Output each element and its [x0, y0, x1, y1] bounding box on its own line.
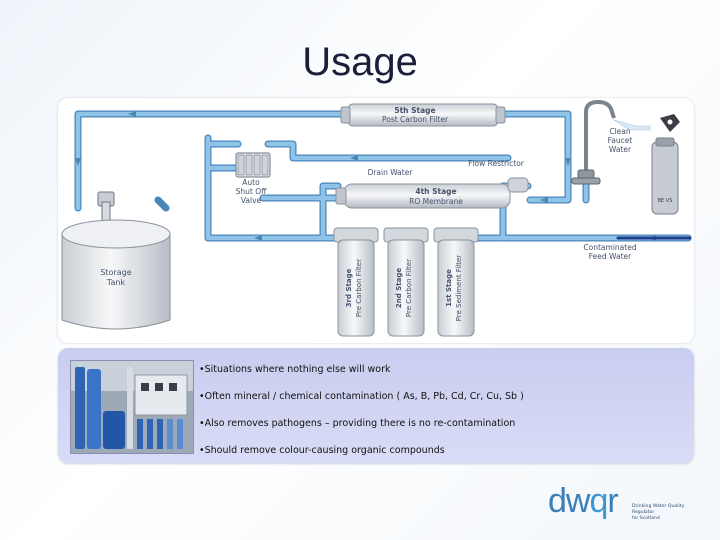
feed-water-label: Feed Water	[589, 252, 632, 261]
bullet-item: •Situations where nothing else will work	[199, 364, 524, 391]
stage-2-pre-carbon-filter: 2nd Stage Pre Carbon Filter	[384, 228, 428, 336]
bullet-item: •Often mineral / chemical contamination …	[199, 391, 524, 418]
storage-label: Storage	[100, 268, 131, 277]
slide-title: Usage	[0, 40, 720, 85]
clean-label: Clean	[609, 127, 631, 136]
bullet-panel: •Situations where nothing else will work…	[58, 348, 694, 463]
stage-4-ro-membrane: 4th Stage RO Membrane	[336, 178, 528, 208]
stage-3-label: 3rd Stage	[345, 268, 353, 307]
drain-water-label: Drain Water	[368, 168, 414, 177]
ro-equipment-photo	[70, 360, 194, 454]
water-bottle: BE VS	[652, 114, 680, 214]
storage-tank: Storage Tank	[62, 192, 170, 329]
faucet-label: Faucet	[608, 136, 633, 145]
contaminated-label: Contaminated	[583, 243, 636, 252]
auto-label: Auto	[242, 178, 260, 187]
tank-label: Tank	[106, 278, 126, 287]
bottle-label: BE VS	[658, 198, 673, 204]
water-label: Water	[609, 145, 632, 154]
dwqr-logo: dwqr Drinking Water Quality Regulator fo…	[548, 486, 708, 526]
bullet-item: •Should remove colour-causing organic co…	[199, 445, 524, 472]
logo-wordmark: dwqr	[548, 484, 618, 518]
valve-label: Valve	[241, 196, 262, 205]
stage-5-post-carbon-filter: 5th Stage Post Carbon Filter	[341, 104, 505, 126]
stage-3-sublabel: Pre Carbon Filter	[355, 259, 363, 317]
ro-system-diagram: 5th Stage Post Carbon Filter Auto Shut O…	[58, 98, 694, 343]
bullet-list: •Situations where nothing else will work…	[199, 364, 524, 472]
stage-1-label: 1st Stage	[445, 269, 453, 307]
stage-2-label: 2nd Stage	[395, 268, 403, 308]
faucet: Clean Faucet Water	[572, 102, 650, 184]
stage-3-pre-carbon-filter: 3rd Stage Pre Carbon Filter	[334, 228, 378, 336]
bullet-item: •Also removes pathogens – providing ther…	[199, 418, 524, 445]
stage-2-sublabel: Pre Carbon Filter	[405, 259, 413, 317]
stage-4-sublabel: RO Membrane	[409, 197, 463, 206]
stage-4-label: 4th Stage	[415, 187, 456, 196]
logo-tagline: Drinking Water Quality Regulator for Sco…	[632, 504, 702, 522]
stage-1-sublabel: Pre Sediment Filter	[455, 255, 463, 321]
shut-off-label: Shut Off	[236, 187, 267, 196]
flow-restrictor-label: Flow Restrictor	[468, 159, 525, 168]
stage-5-label: 5th Stage	[394, 106, 435, 115]
stage-5-sublabel: Post Carbon Filter	[382, 115, 449, 124]
stage-1-pre-sediment-filter: 1st Stage Pre Sediment Filter	[434, 228, 478, 336]
